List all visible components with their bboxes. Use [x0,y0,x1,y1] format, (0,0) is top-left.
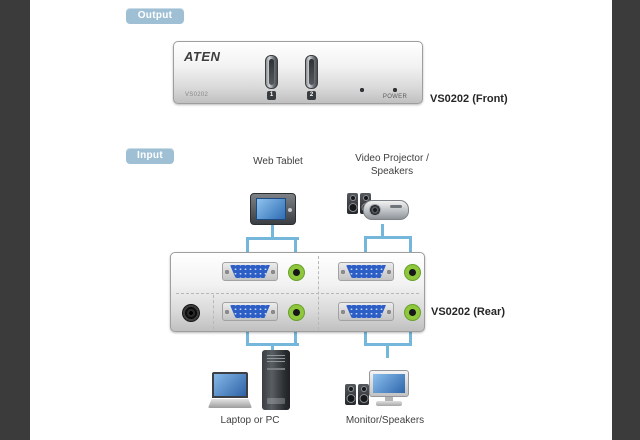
output-section-badge: Output [126,8,184,24]
connection-wire [381,224,384,238]
monitor-speakers-label: Monitor/Speakers [345,415,425,426]
connection-wire [364,331,367,345]
status-led-icon [360,88,364,92]
video-projector-label-line2: Speakers [370,166,414,177]
video-projector-label-line1: Video Projector / [355,153,429,164]
pc-tower-icon [262,350,290,410]
monitor-base [376,401,402,406]
vga-connector [346,265,386,278]
tablet-icon [250,193,296,225]
connection-wire [364,343,412,346]
connection-wire [294,331,297,345]
vga-port-icon [222,302,278,321]
dc-power-jack-icon [182,304,200,322]
monitor-bezel [369,370,409,397]
connection-wire [409,331,412,345]
connection-wire [409,238,412,253]
laptop-display [214,374,246,396]
front-panel-device: ATEN VS0202 1 2 POWER [173,41,423,104]
connection-wire [294,239,297,253]
speaker-left-icon [347,193,358,214]
vga-port-icon [338,302,394,321]
audio-jack-icon [405,305,420,320]
pc-tower-drive-bay [267,368,285,370]
vga-port-icon [222,262,278,281]
tablet-screen [256,198,286,220]
switch-2-label: 2 [307,91,316,100]
diagram-content: Output ATEN VS0202 1 2 POWER VS0202 (Fro… [30,0,612,440]
connection-wire [246,331,249,345]
port-switch-2-icon [305,55,318,89]
video-projector-label: Video Projector / Speakers [340,152,444,178]
connection-wire [246,237,299,240]
audio-jack-icon [289,265,304,280]
monitor-icon [369,370,409,408]
vga-connector [346,305,386,318]
aten-logo: ATEN [184,49,221,64]
vga-connector [230,265,270,278]
connection-wire [364,236,412,239]
input-section-badge: Input [126,148,174,164]
connection-wire [271,225,274,239]
web-tablet-label: Web Tablet [253,156,303,167]
power-label: POWER [382,94,408,100]
monitor-neck [385,397,393,401]
panel-divider [176,293,419,294]
rear-panel-device [170,252,425,332]
speaker-right-icon [358,384,369,405]
rear-panel-caption: VS0202 (Rear) [431,306,505,318]
laptop-or-pc-label: Laptop or PC [220,415,280,426]
switch-1-label: 1 [267,91,276,100]
laptop-base [208,399,252,408]
front-panel-caption: VS0202 (Front) [430,93,508,105]
speaker-left-icon [345,384,356,405]
vga-port-icon [338,262,394,281]
connection-wire [246,239,249,253]
laptop-icon [208,372,252,408]
pc-tower-badge [267,398,285,404]
panel-divider [318,256,319,330]
audio-jack-icon [405,265,420,280]
model-number-text: VS0202 [185,92,209,98]
monitor-screen [373,374,405,393]
panel-divider [213,295,214,329]
projector-icon [363,200,409,220]
speakers-icon [345,384,369,405]
connection-wire [386,345,389,358]
connection-wire [246,343,299,346]
power-led-icon [393,88,397,92]
pc-tower-vents [267,355,285,363]
connection-wire [364,238,367,253]
audio-jack-icon [289,305,304,320]
vga-connector [230,305,270,318]
laptop-screen [212,372,248,398]
port-switch-1-icon [265,55,278,89]
